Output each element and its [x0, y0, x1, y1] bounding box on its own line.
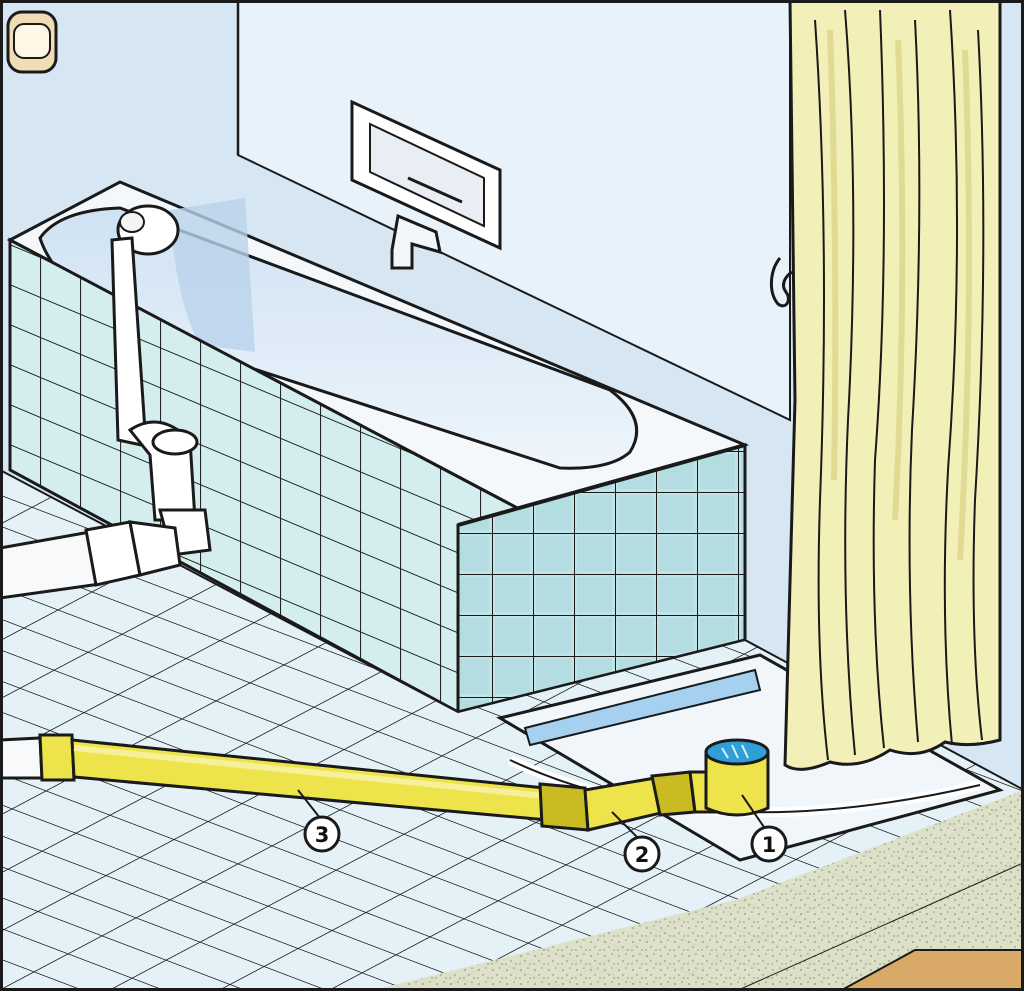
callout-1: 1 — [752, 827, 786, 861]
callout-2: 2 — [625, 837, 659, 871]
callout-2-label: 2 — [635, 843, 650, 867]
callout-1-label: 1 — [762, 833, 777, 857]
callout-3-label: 3 — [315, 823, 330, 847]
towel-bar-icon — [8, 12, 56, 72]
shower-curtain-icon — [785, 0, 1000, 769]
callout-3: 3 — [305, 817, 339, 851]
